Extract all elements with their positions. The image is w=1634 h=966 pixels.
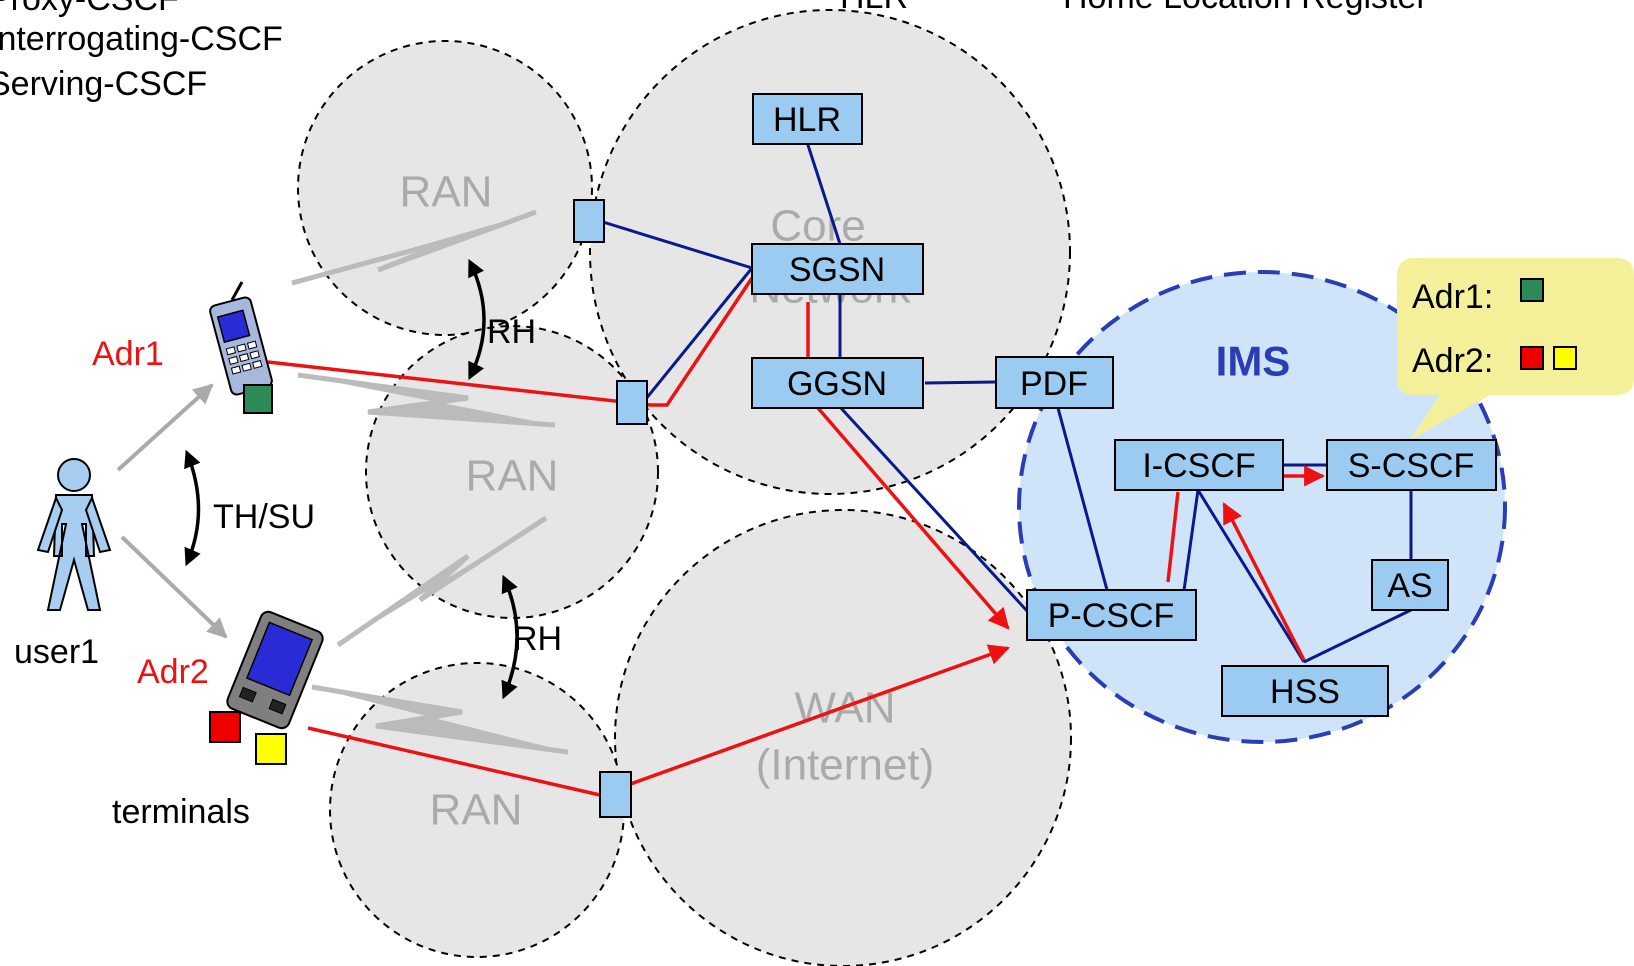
th-su-label: TH/SU [213, 498, 315, 536]
node-scscf-label: S-CSCF [1348, 447, 1475, 485]
adr2-label: Adr2 [137, 653, 209, 691]
path-hss-icscf [1222, 502, 1306, 661]
arrow-user-terminal2 [120, 535, 228, 639]
node-as-label: AS [1387, 567, 1432, 605]
terminal2-address-marker-red [209, 711, 241, 743]
callout-adr1-label: Adr1: [1412, 278, 1493, 316]
ran-middle-label: RAN [466, 452, 559, 501]
node-pcscf[interactable]: P-CSCF [1026, 589, 1197, 641]
ran-gateway-bottom [599, 771, 632, 818]
adr1-label: Adr1 [92, 335, 164, 373]
legend-pcscf: Proxy-CSCF [0, 0, 179, 18]
ran-gateway-middle [616, 380, 648, 425]
node-scscf[interactable]: S-CSCF [1326, 439, 1497, 491]
adr1-marker-green [1520, 278, 1544, 302]
node-icscf-label: I-CSCF [1142, 447, 1255, 485]
node-hlr[interactable]: HLR [752, 93, 863, 145]
link-hlr-sgsn [805, 141, 842, 245]
node-pdf[interactable]: PDF [995, 356, 1114, 409]
ran-bottom-label: RAN [430, 786, 523, 835]
pda-icon [226, 610, 324, 730]
ims-label: IMS [1216, 338, 1291, 385]
node-hlr-label: HLR [773, 101, 841, 139]
rh-arrow-top [468, 258, 486, 381]
adr2-marker-red [1520, 346, 1544, 370]
rh-arrow-bottom [501, 574, 519, 700]
link-ggsn-pcscf [838, 405, 1030, 614]
terminal2-address-marker-yellow [255, 733, 287, 765]
legend-icscf: Interrogating-CSCF [0, 20, 283, 58]
node-sgsn[interactable]: SGSN [751, 243, 924, 295]
link-ggsn-pdf [924, 380, 997, 385]
arrow-user-terminal1 [116, 383, 214, 472]
node-ggsn-label: GGSN [787, 365, 887, 403]
legend-scscf: Serving-CSCF [0, 65, 207, 103]
ran-top-label: RAN [400, 168, 493, 217]
terminals-label: terminals [112, 793, 250, 831]
node-pdf-label: PDF [1020, 365, 1088, 403]
rh-label-bottom: RH [513, 620, 562, 658]
link-pdf-pcscf [1056, 407, 1109, 591]
ran-gateway-top [573, 199, 605, 243]
link-icscf-hss [1196, 489, 1306, 663]
wireless-link-top [291, 209, 537, 286]
node-pcscf-label: P-CSCF [1048, 597, 1175, 635]
link-as-hss [1303, 608, 1412, 664]
callout-adr2-label: Adr2: [1412, 342, 1493, 380]
terminal1-address-marker [243, 384, 273, 414]
link-ran-gateway-top-sgsn [589, 216, 753, 270]
wireless-link-middle [297, 372, 556, 428]
node-icscf[interactable]: I-CSCF [1114, 439, 1284, 491]
legend-hlr-full: Home Location Register [1063, 0, 1428, 16]
adr2-marker-yellow [1553, 346, 1577, 370]
wireless-link-lower [336, 515, 548, 648]
wireless-link-bottom [311, 684, 569, 755]
path-pcscf-icscf [1166, 491, 1180, 583]
node-hss[interactable]: HSS [1221, 665, 1389, 717]
mobile-phone-icon [209, 281, 273, 396]
core-label-line1: Core [770, 202, 865, 251]
user-label: user1 [14, 633, 99, 671]
node-ggsn[interactable]: GGSN [751, 357, 924, 409]
node-as[interactable]: AS [1371, 559, 1449, 611]
wan-label-line2: (Internet) [756, 741, 935, 790]
callout-bubble [1397, 258, 1634, 440]
th-su-arrow [184, 449, 201, 567]
wan-cloud [614, 509, 1072, 966]
link-ran-gateway-middle-sgsn [643, 267, 754, 401]
path-adr1-core [267, 277, 754, 407]
user-icon [36, 458, 112, 611]
node-sgsn-label: SGSN [789, 251, 885, 289]
rh-label-top: RH [487, 313, 536, 351]
path-ggsn-pcscf [816, 406, 1010, 630]
node-hss-label: HSS [1270, 673, 1340, 711]
